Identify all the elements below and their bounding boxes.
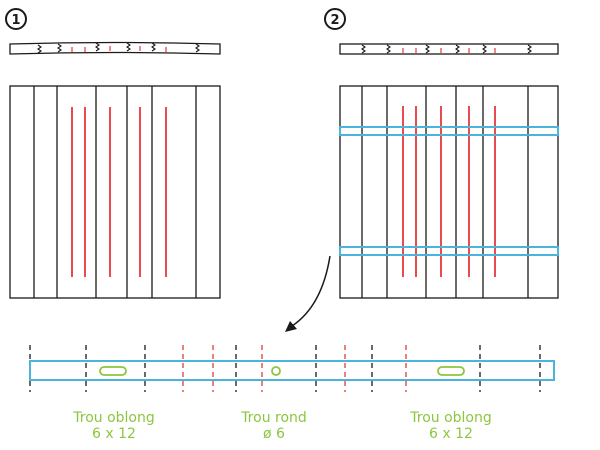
batten-detail — [29, 345, 555, 392]
hole-labels: Trou oblong 6 x 12 Trou rond ø 6 Trou ob… — [72, 410, 492, 442]
oblong-left-label-line2: 6 x 12 — [92, 426, 136, 442]
detail-arrow — [285, 255, 331, 332]
batten-strip — [29, 360, 555, 381]
lower-batten — [339, 246, 559, 256]
step-2: 2 — [285, 8, 559, 332]
step-1: 1 — [5, 8, 221, 299]
oblong-hole-left — [99, 366, 127, 376]
red-reference-lines — [182, 345, 407, 392]
step-1-number: 1 — [11, 13, 20, 28]
step-2-badge: 2 — [324, 8, 346, 30]
step-2-number: 2 — [330, 13, 339, 28]
step-2-battens — [339, 126, 559, 256]
round-hole — [271, 366, 281, 376]
step-1-edge-profile — [9, 41, 221, 55]
board-joint-lines — [29, 345, 541, 392]
oblong-left-label-line1: Trou oblong — [72, 410, 155, 426]
round-label-line2: ø 6 — [263, 426, 285, 442]
step-1-panel — [9, 85, 221, 299]
step-2-edge-profile — [339, 43, 559, 55]
upper-batten — [339, 126, 559, 136]
step-1-badge: 1 — [5, 8, 27, 30]
oblong-hole-right — [437, 366, 465, 376]
step-2-panel — [339, 85, 559, 299]
round-label-line1: Trou rond — [240, 410, 307, 426]
oblong-right-label-line1: Trou oblong — [409, 410, 492, 426]
step-2-red-marks — [402, 106, 496, 277]
step-1-red-marks — [71, 107, 167, 277]
oblong-right-label-line2: 6 x 12 — [429, 426, 473, 442]
